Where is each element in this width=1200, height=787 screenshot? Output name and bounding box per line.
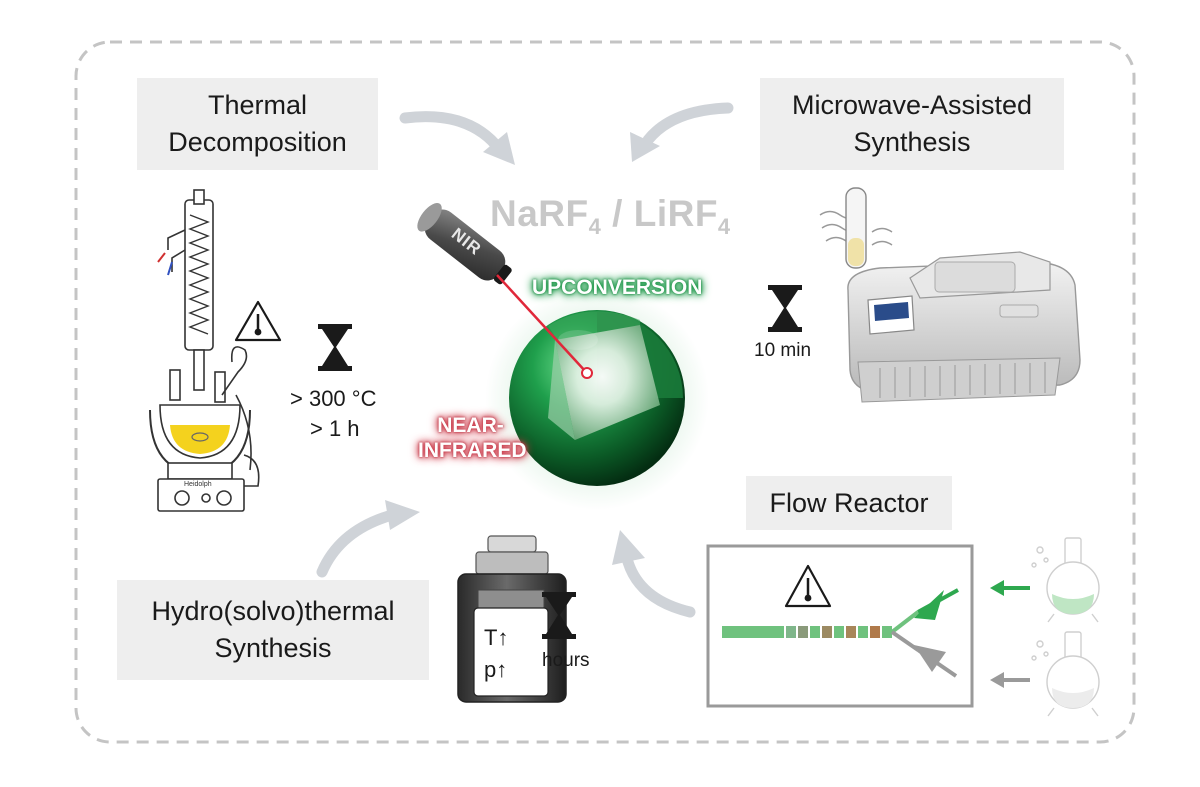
flow-channel-segments: [786, 626, 892, 638]
thermal-temperature: > 300 °C: [290, 386, 377, 411]
formula-lir-sub: 4: [717, 214, 731, 239]
nir-line2: INFRARED: [418, 439, 527, 462]
thermal-title-line2: Decomposition: [168, 127, 347, 157]
autoclave-vessel: [457, 535, 567, 703]
arrowhead-hydro: [385, 500, 420, 530]
outer-dashed-border: [74, 40, 1136, 744]
hydro-duration: hours: [542, 650, 590, 671]
near-infrared-label: NEAR- INFRARED: [418, 413, 527, 463]
laser-spot: [581, 367, 593, 379]
laser-beam: [496, 274, 587, 373]
laser-pointer-icon: [417, 203, 512, 285]
upconversion-label: UPCONVERSION: [532, 276, 703, 299]
arrowhead-flow: [612, 530, 645, 565]
hydro-title-line1: Hydro(solvo)thermal: [151, 596, 395, 626]
vessel-temperature-up: T↑: [484, 625, 509, 650]
arrow-microwave-to-center: [642, 102, 734, 146]
warning-thermometer-icon: [234, 300, 282, 342]
flow-channel-mixed: [722, 626, 784, 638]
flow-title: Flow Reactor: [769, 487, 929, 518]
hydrothermal-synthesis-title: Hydro(solvo)thermal Synthesis: [117, 580, 429, 680]
hotplate-brand: Heidolph: [184, 481, 212, 488]
hydro-title-line2: Synthesis: [214, 633, 332, 663]
formula-lir: LiRF: [633, 193, 718, 234]
formula-nar: NaRF: [490, 193, 589, 234]
warning-thermometer-icon: [784, 564, 832, 608]
formula-nar-sub: 4: [588, 214, 602, 239]
thermal-decomposition-title: Thermal Decomposition: [137, 78, 378, 170]
arrow-hydro-to-center: [316, 509, 398, 578]
arrow-thermal-to-center: [399, 111, 506, 156]
hourglass-icon: [542, 592, 576, 639]
flow-reactor-title: Flow Reactor: [746, 476, 952, 530]
hourglass-icon: [768, 285, 802, 332]
clear-reagent-flask: [1031, 631, 1100, 717]
nir-line1: NEAR-: [437, 414, 504, 437]
arrowhead-microwave: [630, 132, 660, 162]
microwave-synthesis-title: Microwave-Assisted Synthesis: [760, 78, 1064, 170]
green-reagent-flask: [1031, 537, 1100, 623]
microwave-title-line1: Microwave-Assisted: [791, 90, 1033, 120]
flask-solution: [170, 425, 230, 454]
arrowhead-thermal: [483, 132, 515, 165]
hourglass-icon: [318, 324, 352, 371]
thermal-title-line1: Thermal: [207, 90, 308, 120]
vessel-pressure-up: p↑: [484, 657, 508, 682]
microwave-reactor: [819, 187, 1081, 403]
reflux-apparatus: [149, 189, 260, 512]
material-formula: NaRF4 / LiRF4: [490, 193, 731, 240]
arrow-flow-to-center: [622, 556, 696, 618]
formula-separator: /: [601, 193, 634, 234]
thermal-duration: > 1 h: [310, 416, 360, 441]
gray-inlet-arrowhead: [914, 645, 946, 672]
microwave-duration: 10 min: [754, 340, 812, 361]
microwave-title-line2: Synthesis: [853, 127, 971, 157]
green-inlet-arrowhead: [914, 590, 944, 620]
nanoparticle-icon: [509, 310, 685, 486]
